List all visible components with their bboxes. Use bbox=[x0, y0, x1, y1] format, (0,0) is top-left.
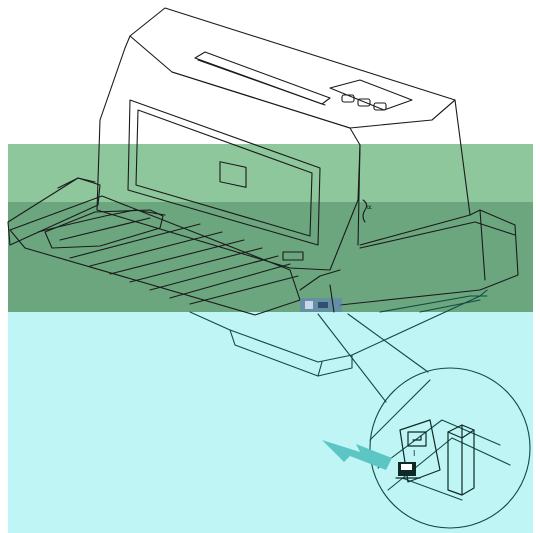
switch-on-mark bbox=[407, 431, 427, 447]
paper-tray-icon bbox=[7, 177, 301, 316]
band-cyan bbox=[8, 312, 533, 533]
background-bands bbox=[8, 144, 533, 533]
printer-icon: ∝ bbox=[96, 7, 471, 271]
callout-lines bbox=[317, 313, 429, 403]
band-green-bottom bbox=[8, 202, 533, 312]
band-green-top bbox=[8, 144, 533, 202]
magnified-detail: I bbox=[369, 367, 531, 529]
power-switch-marker bbox=[300, 284, 342, 313]
svg-text:I: I bbox=[413, 449, 415, 458]
control-panel bbox=[329, 79, 413, 111]
callout-arrow-icon bbox=[322, 440, 392, 470]
power-switch-icon bbox=[395, 462, 421, 479]
svg-text:∝: ∝ bbox=[366, 203, 372, 213]
printer-base bbox=[57, 177, 519, 377]
